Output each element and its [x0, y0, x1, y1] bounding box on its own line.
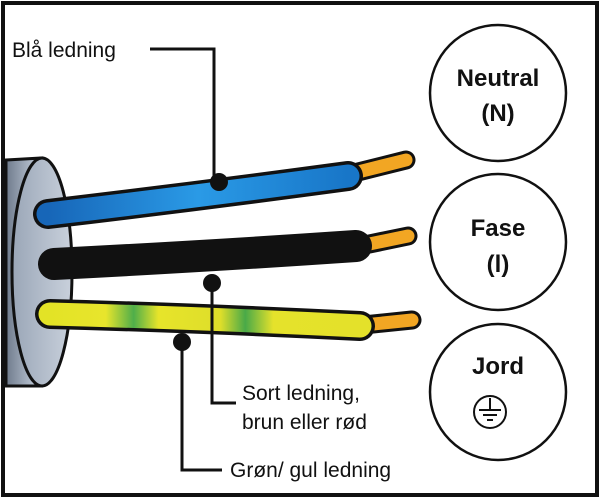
label-blue-wire: Blå ledning [12, 39, 116, 62]
blue-wire [33, 161, 363, 229]
earth-ground-icon [473, 395, 507, 429]
circle-neutral-code: (N) [481, 100, 514, 127]
circle-phase-title: Fase [471, 215, 526, 242]
circle-phase: Fase (l) [428, 172, 568, 312]
leader-dot-blue [210, 173, 228, 191]
circle-neutral-title: Neutral [457, 65, 540, 92]
leader-dot-yellow-green [173, 333, 191, 351]
leader-lines [150, 47, 236, 472]
leader-line-blue [150, 47, 216, 180]
label-black-wire-line2: brun eller rød [242, 411, 367, 434]
yellow-green-wire [35, 299, 375, 341]
circle-earth-title: Jord [472, 353, 524, 380]
label-yellow-green-wire: Grøn/ gul ledning [230, 459, 391, 482]
circle-phase-code: (l) [487, 251, 510, 278]
leader-dot-black [203, 274, 221, 292]
leader-line-black [210, 283, 236, 405]
label-black-wire-line1: Sort ledning, [242, 382, 360, 405]
circle-neutral: Neutral (N) [428, 23, 568, 163]
leader-line-yellow-green [180, 343, 222, 472]
black-wire [38, 230, 372, 280]
circle-earth: Jord [428, 322, 568, 462]
